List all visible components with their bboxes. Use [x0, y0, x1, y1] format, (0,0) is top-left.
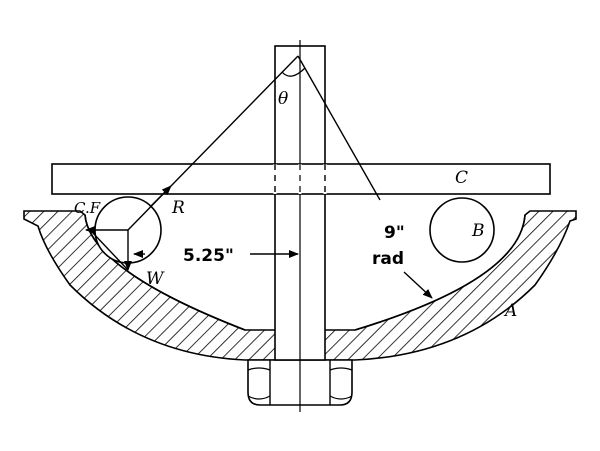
label-theta: θ — [278, 89, 288, 109]
theta-arc — [281, 67, 306, 77]
nut-chamfer-bottom-right — [329, 395, 353, 400]
nut-chamfer-bottom-left — [247, 395, 271, 400]
nut-chamfer-left — [247, 367, 271, 371]
bowl-inner-arc-right — [354, 214, 526, 331]
rad-leader-arrow — [403, 271, 433, 299]
label-a: A — [503, 301, 517, 321]
label-dim-5-25: 5.25" — [183, 246, 234, 266]
label-dim-9: 9" — [384, 223, 405, 243]
ball-b — [429, 197, 495, 263]
label-c: C — [455, 168, 468, 188]
radius-line-right — [297, 55, 381, 201]
label-b: B — [471, 221, 485, 241]
label-rad: rad — [372, 249, 404, 269]
label-cf: C.F — [74, 199, 101, 217]
force-triangle-hyp — [91, 231, 129, 271]
nut-chamfer-right — [329, 367, 353, 371]
reaction-arrow-r — [149, 185, 172, 208]
label-w: W — [146, 269, 165, 289]
label-r: R — [171, 198, 185, 218]
